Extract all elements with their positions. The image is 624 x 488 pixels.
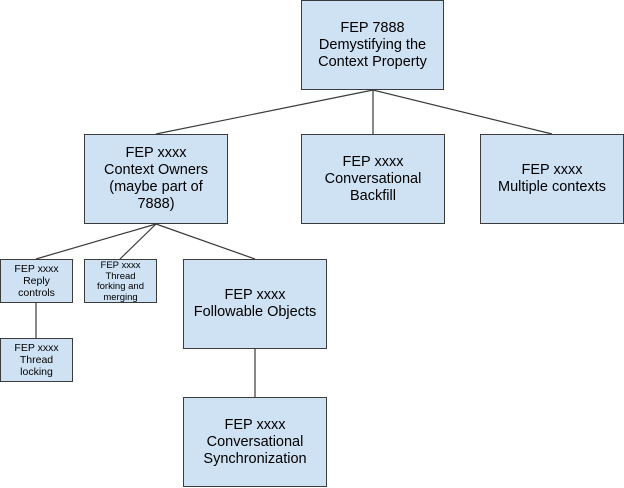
node-fep-7888: FEP 7888 Demystifying the Context Proper… — [301, 0, 444, 90]
node-conversational-synchronization: FEP xxxx Conversational Synchronization — [183, 397, 327, 487]
edge-7888-context-owners — [155, 89, 374, 135]
node-thread-locking: FEP xxxx Thread locking — [0, 338, 73, 382]
edge-7888-multiple-contexts — [372, 89, 553, 135]
node-label: FEP xxxx Multiple contexts — [498, 162, 606, 195]
node-followable-objects: FEP xxxx Followable Objects — [183, 259, 327, 349]
node-label: FEP xxxx Thread locking — [14, 342, 59, 378]
node-label: FEP xxxx Conversational Backfill — [324, 153, 422, 204]
edge-context-owners-thread-forking — [119, 223, 157, 260]
node-multiple-contexts: FEP xxxx Multiple contexts — [480, 134, 624, 224]
node-label: FEP xxxx Reply controls — [14, 263, 59, 299]
node-label: FEP xxxx Thread forking and merging — [96, 260, 144, 303]
node-label: FEP xxxx Context Owners (maybe part of 7… — [104, 145, 208, 212]
node-thread-forking-and-merging: FEP xxxx Thread forking and merging — [84, 259, 157, 303]
node-label: FEP 7888 Demystifying the Context Proper… — [318, 19, 427, 70]
edge-context-owners-followable-objects — [155, 223, 256, 260]
node-reply-controls: FEP xxxx Reply controls — [0, 259, 73, 303]
node-conversational-backfill: FEP xxxx Conversational Backfill — [301, 134, 445, 224]
node-label: FEP xxxx Conversational Synchronization — [203, 416, 307, 467]
node-label: FEP xxxx Followable Objects — [193, 287, 317, 320]
edge-context-owners-reply-controls — [35, 223, 157, 260]
node-context-owners: FEP xxxx Context Owners (maybe part of 7… — [84, 134, 228, 224]
